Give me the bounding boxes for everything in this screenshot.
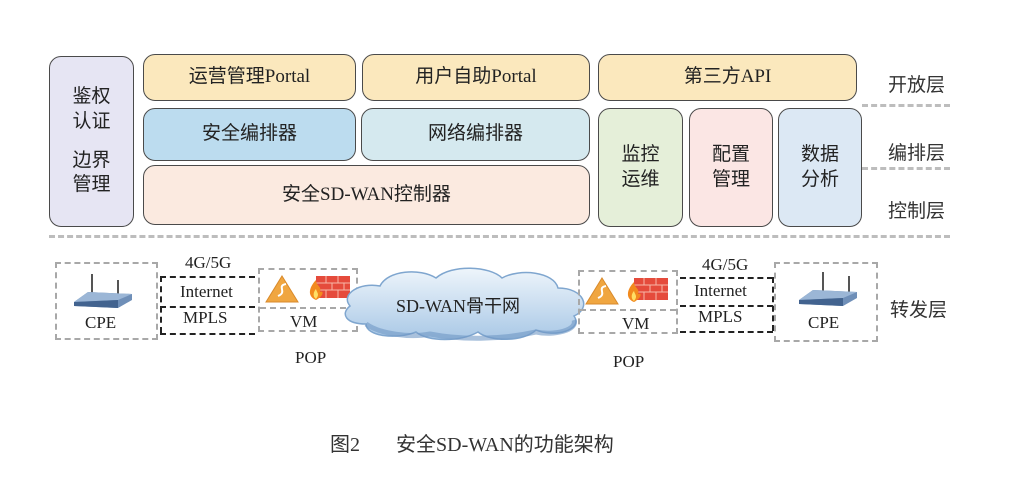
link-dash-top-right bbox=[680, 277, 773, 279]
auth-line2: 认证 bbox=[72, 110, 111, 132]
data-analysis-line1: 数据 bbox=[800, 143, 839, 165]
monitoring-ops-line2: 运维 bbox=[621, 168, 660, 190]
firewall-icon-left bbox=[309, 276, 350, 300]
config-mgmt-box: 配置 管理 bbox=[689, 108, 773, 227]
config-mgmt-line2: 管理 bbox=[711, 168, 750, 190]
vm-left-divider bbox=[260, 307, 356, 309]
user-portal-box: 用户自助Portal bbox=[362, 54, 590, 101]
link-dash-bot-left bbox=[160, 333, 255, 335]
data-analysis-box: 数据 分析 bbox=[778, 108, 862, 227]
user-portal-label: 用户自助Portal bbox=[415, 66, 537, 88]
link-dash-top-left bbox=[160, 276, 255, 278]
vm-right-divider bbox=[580, 309, 676, 311]
controller-box: 安全SD-WAN控制器 bbox=[143, 165, 590, 225]
pop-left-label: POP bbox=[295, 348, 327, 367]
link-dash-mid-left bbox=[160, 306, 255, 308]
cloud-icon bbox=[344, 267, 585, 341]
third-party-api-box: 第三方API bbox=[598, 54, 857, 101]
figure-title: 安全SD-WAN的功能架构 bbox=[396, 434, 614, 456]
link-dash-vert-left bbox=[160, 276, 162, 333]
link-mpls-right: MPLS bbox=[698, 307, 743, 326]
link-4g5g-left: 4G/5G bbox=[185, 253, 232, 272]
backbone-label: SD-WAN骨干网 bbox=[396, 296, 520, 316]
layer-label-open: 开放层 bbox=[888, 75, 946, 96]
third-party-api-label: 第三方API bbox=[683, 66, 772, 88]
layer-label-forwarding: 转发层 bbox=[890, 300, 948, 321]
separator-open-orch bbox=[862, 104, 950, 107]
boundary-line2: 管理 bbox=[72, 174, 111, 196]
cpe-right-box bbox=[774, 262, 878, 342]
link-internet-left: Internet bbox=[180, 282, 233, 301]
config-mgmt-line1: 配置 bbox=[711, 143, 750, 165]
router-icon-left bbox=[74, 274, 132, 308]
ops-portal-box: 运营管理Portal bbox=[143, 54, 356, 101]
layer-label-orchestration: 编排层 bbox=[888, 143, 946, 164]
vm-left-label: VM bbox=[290, 312, 318, 331]
cpe-left-box bbox=[55, 262, 158, 340]
cpe-left-label: CPE bbox=[85, 313, 117, 332]
separator-orch-control bbox=[862, 167, 950, 170]
boundary-line1: 边界 bbox=[72, 149, 111, 171]
pop-right-label: POP bbox=[613, 352, 645, 371]
security-triangle-icon-left bbox=[265, 275, 299, 303]
ops-portal-label: 运营管理Portal bbox=[188, 66, 311, 88]
network-orchestrator-box: 网络编排器 bbox=[361, 108, 590, 161]
security-orchestrator-box: 安全编排器 bbox=[143, 108, 356, 161]
data-analysis-line2: 分析 bbox=[800, 168, 839, 190]
vm-right-box bbox=[578, 270, 678, 334]
auth-boundary-box: 鉴权 认证 边界 管理 bbox=[49, 56, 134, 227]
link-dash-vert-right bbox=[772, 277, 774, 331]
layer-label-control: 控制层 bbox=[888, 201, 946, 222]
router-icon-right bbox=[799, 272, 857, 306]
cpe-right-label: CPE bbox=[808, 313, 840, 332]
link-dash-bot-right bbox=[680, 331, 773, 333]
monitoring-ops-box: 监控 运维 bbox=[598, 108, 683, 227]
link-dash-mid-right bbox=[680, 305, 773, 307]
link-4g5g-right: 4G/5G bbox=[702, 255, 749, 274]
link-internet-right: Internet bbox=[694, 281, 747, 300]
controller-label: 安全SD-WAN控制器 bbox=[282, 183, 451, 205]
vm-right-label: VM bbox=[622, 314, 650, 333]
security-triangle-icon-right bbox=[585, 277, 619, 305]
security-orchestrator-label: 安全编排器 bbox=[201, 123, 297, 145]
auth-line1: 鉴权 bbox=[72, 86, 111, 108]
separator-control-forwarding bbox=[49, 235, 950, 238]
monitoring-ops-line1: 监控 bbox=[621, 143, 660, 165]
link-mpls-left: MPLS bbox=[183, 308, 228, 327]
firewall-icon-right bbox=[627, 278, 668, 302]
figure-number: 图2 bbox=[330, 434, 360, 456]
network-orchestrator-label: 网络编排器 bbox=[427, 123, 523, 145]
